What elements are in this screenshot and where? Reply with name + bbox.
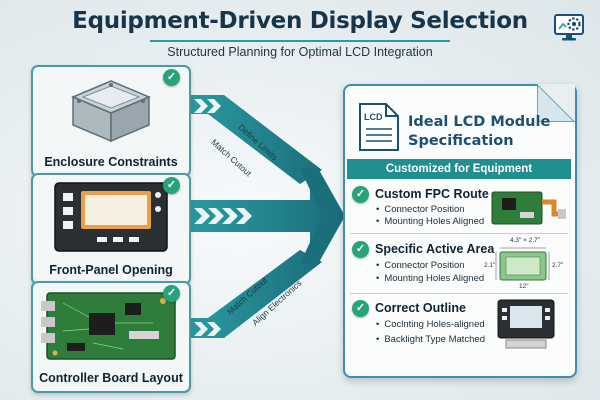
- spec-title-line2: Specification: [408, 133, 514, 149]
- input-label: Front-Panel Opening: [49, 263, 173, 277]
- arrow-bottom: [188, 250, 322, 338]
- section-bullet: Mounting Holes Aligned: [376, 216, 484, 227]
- check-icon: ✓: [352, 241, 369, 258]
- fpc-module-icon: [491, 191, 566, 225]
- input-card-controller-board: Controller Board Layout: [31, 281, 191, 393]
- section-bullet: Coclnting Holes-aligned: [376, 319, 484, 330]
- page-fold-corner: [537, 84, 575, 122]
- section-title-outline: Correct Outline: [375, 301, 466, 315]
- check-icon: ✓: [352, 186, 369, 203]
- section-divider: [350, 233, 568, 234]
- input-card-front-panel: Front-Panel Opening: [31, 173, 191, 285]
- pcb-board-icon: [41, 292, 176, 360]
- check-icon: ✓: [163, 285, 180, 302]
- section-title-active-area: Specific Active Area: [375, 242, 495, 256]
- section-bullet: Mounting Holes Aligned: [376, 273, 484, 284]
- front-panel-icon: [54, 182, 168, 252]
- enclosure-box-icon: [71, 80, 151, 143]
- section-divider: [350, 293, 568, 294]
- active-area-diagram: [495, 247, 550, 281]
- dim-bottom: 12": [519, 283, 529, 290]
- section-bullet: Connector Position: [376, 260, 464, 271]
- check-icon: ✓: [352, 300, 369, 317]
- section-bullet: Backlight Type Matched: [376, 334, 485, 345]
- page-title: Equipment-Driven Display Selection: [72, 8, 528, 34]
- arrow-head-main: [300, 168, 345, 264]
- check-icon: ✓: [163, 177, 180, 194]
- arrow-top: [188, 95, 322, 184]
- customized-band: Customized for Equipment: [347, 159, 571, 179]
- doc-icon-label: LCD: [364, 112, 383, 122]
- outline-module-icon: [497, 299, 555, 349]
- arrow-middle: [188, 185, 340, 247]
- section-title-fpc: Custom FPC Route: [375, 187, 489, 201]
- check-icon: ✓: [163, 69, 180, 86]
- spec-title: Ideal LCD Module Specification: [408, 113, 568, 151]
- dim-top: 4.3" × 2.7": [510, 237, 541, 244]
- monitor-gear-icon: [554, 14, 584, 41]
- lcd-document-icon: LCD: [359, 103, 399, 151]
- dim-right: 2.7": [552, 262, 564, 269]
- input-label: Enclosure Constraints: [44, 155, 178, 169]
- page-subtitle: Structured Planning for Optimal LCD Inte…: [167, 45, 433, 59]
- title-underline: [150, 40, 450, 42]
- spec-title-line1: Ideal LCD Module: [408, 114, 551, 130]
- dim-left: 2.1": [484, 262, 496, 269]
- input-label: Controller Board Layout: [39, 371, 183, 385]
- section-bullet: Connector Position: [376, 204, 464, 215]
